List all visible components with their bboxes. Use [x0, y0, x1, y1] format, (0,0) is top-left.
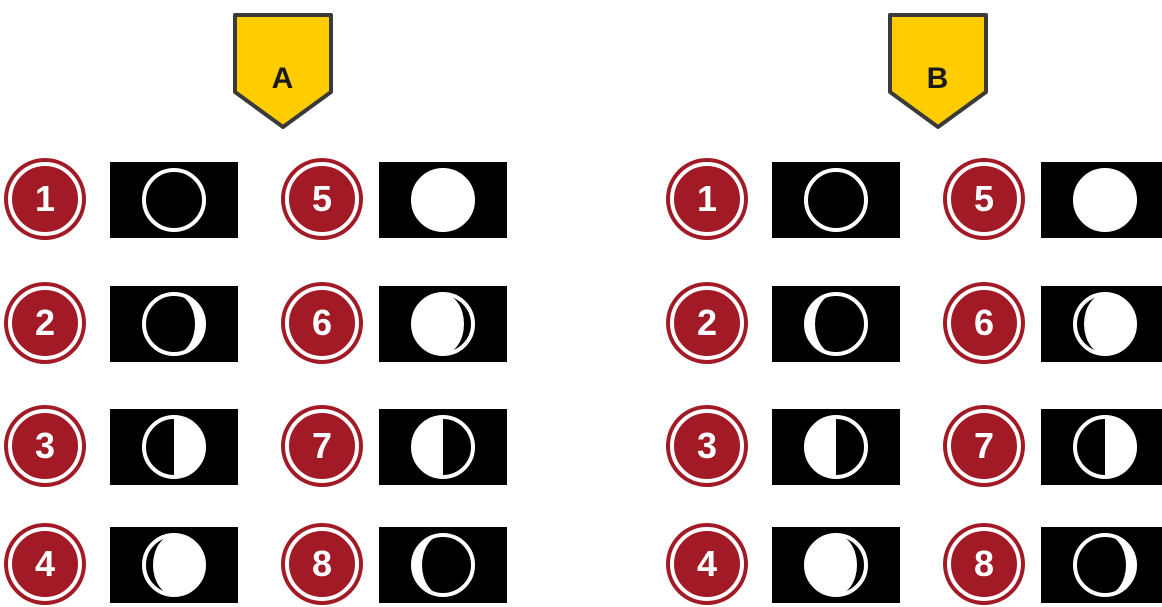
moon-lit-portion: [413, 417, 443, 477]
moon-phase-icon: [379, 286, 507, 362]
moon-phase-item: 5: [662, 158, 1162, 242]
group-a-label-shield: A: [232, 12, 334, 130]
number-badge: 5: [285, 162, 359, 236]
moon-phase-item: 6: [0, 282, 520, 366]
moon-phase-icon: [379, 162, 507, 238]
moon-phase-icon: [1041, 527, 1162, 603]
group-a-label: A: [232, 62, 334, 96]
number-label: 6: [289, 290, 355, 356]
number-label: 5: [289, 166, 355, 232]
moon-panel: [1041, 527, 1162, 603]
number-label: 8: [951, 531, 1017, 597]
moon-panel: [1041, 162, 1162, 238]
number-badge: 6: [285, 286, 359, 360]
moon-phase-icon: [1041, 409, 1162, 485]
moon-panel: [1041, 286, 1162, 362]
moon-phase-item: 8: [0, 523, 520, 607]
moon-panel: [379, 286, 507, 362]
moon-phase-icon: [1041, 162, 1162, 238]
moon-panel: [1041, 409, 1162, 485]
moon-panel: [379, 162, 507, 238]
moon-phase-item: 7: [662, 405, 1162, 489]
moon-phase-icon: [1041, 286, 1162, 362]
number-badge: 7: [947, 409, 1021, 483]
group-b-label-shield: B: [887, 12, 989, 130]
moon-disc: [1075, 170, 1135, 230]
number-label: 7: [289, 413, 355, 479]
number-label: 6: [951, 290, 1017, 356]
number-badge: 7: [285, 409, 359, 483]
moon-panel: [379, 409, 507, 485]
number-badge: 8: [285, 527, 359, 601]
number-badge: 8: [947, 527, 1021, 601]
moon-disc: [413, 170, 473, 230]
moon-phase-item: 7: [0, 405, 520, 489]
moon-phase-item: 6: [662, 282, 1162, 366]
moon-panel: [379, 527, 507, 603]
number-badge: 5: [947, 162, 1021, 236]
moon-phase-item: 8: [662, 523, 1162, 607]
moon-lit-portion: [1105, 417, 1135, 477]
moon-phase-icon: [379, 409, 507, 485]
number-badge: 6: [947, 286, 1021, 360]
number-label: 5: [951, 166, 1017, 232]
moon-phase-icon: [379, 527, 507, 603]
number-label: 7: [951, 413, 1017, 479]
number-label: 8: [289, 531, 355, 597]
group-b-label: B: [887, 62, 989, 96]
moon-phase-item: 5: [0, 158, 520, 242]
